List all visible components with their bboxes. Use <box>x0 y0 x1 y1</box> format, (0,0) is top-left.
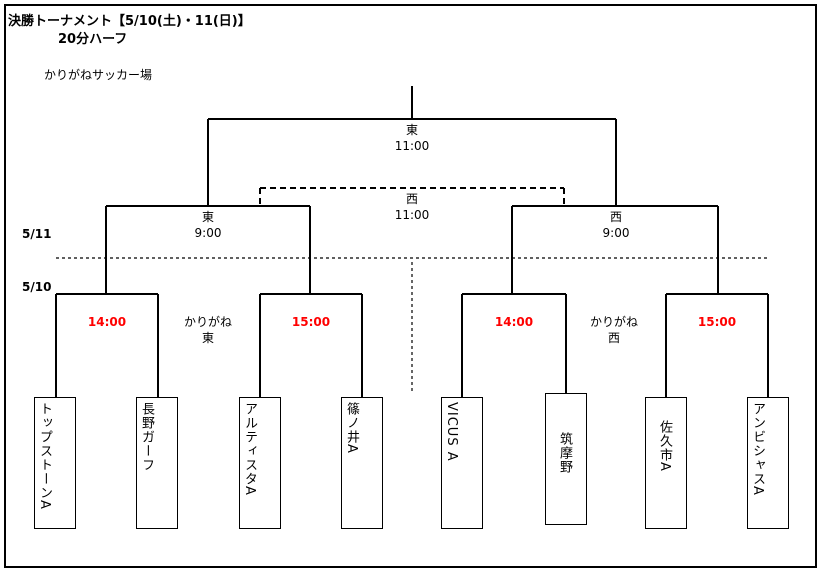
semifinal-left-time: 9:00 <box>194 225 222 240</box>
team-name-1: トップストーンA <box>37 402 52 510</box>
semifinal-right-label: 西 <box>609 210 623 224</box>
team-name-5: VICUS A <box>444 402 459 462</box>
team-name-7: 佐久市A <box>657 420 672 472</box>
match-format: 20分ハーフ <box>58 32 128 47</box>
match-time-4: 15:00 <box>697 315 737 329</box>
team-box-1: トップストーンA <box>34 397 76 529</box>
semifinal-left-label: 東 <box>201 210 215 224</box>
team-name-6: 筑摩野 <box>557 432 572 474</box>
team-name-8: アンビシャスA <box>750 402 765 496</box>
team-box-6: 筑摩野 <box>545 393 587 525</box>
venue-name: かりがねサッカー場 <box>44 68 153 82</box>
date-label-day1: 5/10 <box>22 280 52 294</box>
third-place-time: 11:00 <box>394 207 430 222</box>
third-place-label: 西 <box>405 192 418 206</box>
team-box-8: アンビシャスA <box>747 397 789 529</box>
date-label-day2: 5/11 <box>22 227 52 241</box>
match-time-2: 15:00 <box>291 315 331 329</box>
venue-west-line1: かりがね <box>589 315 639 329</box>
venue-west-line2: 西 <box>607 331 621 346</box>
team-name-2: 長野ガーフ <box>139 402 154 472</box>
venue-east-line1: かりがね <box>183 315 233 329</box>
team-box-7: 佐久市A <box>645 397 687 529</box>
venue-east-line2: 東 <box>201 331 215 346</box>
match-time-3: 14:00 <box>494 315 534 329</box>
venue-west: かりがね 西 <box>590 314 638 346</box>
semifinal-right-info: 西 9:00 <box>603 210 630 241</box>
match-time-1: 14:00 <box>87 315 127 329</box>
semifinal-left-info: 東 9:00 <box>195 210 222 241</box>
team-box-5: VICUS A <box>441 397 483 529</box>
final-label: 東 <box>405 123 418 137</box>
semifinal-right-time: 9:00 <box>602 225 630 240</box>
final-time: 11:00 <box>394 138 430 153</box>
team-box-4: 篠ノ井A <box>341 397 383 529</box>
team-name-4: 篠ノ井A <box>344 402 359 454</box>
team-name-3: アルティスタA <box>242 402 257 496</box>
venue-east: かりがね 東 <box>184 314 232 346</box>
team-box-3: アルティスタA <box>239 397 281 529</box>
page-title: 決勝トーナメント【5/10(土)・11(日)】 <box>8 14 251 29</box>
third-place-info: 西 11:00 <box>395 192 430 223</box>
final-info: 東 11:00 <box>395 123 430 154</box>
team-box-2: 長野ガーフ <box>136 397 178 529</box>
bracket-frame <box>4 4 817 568</box>
